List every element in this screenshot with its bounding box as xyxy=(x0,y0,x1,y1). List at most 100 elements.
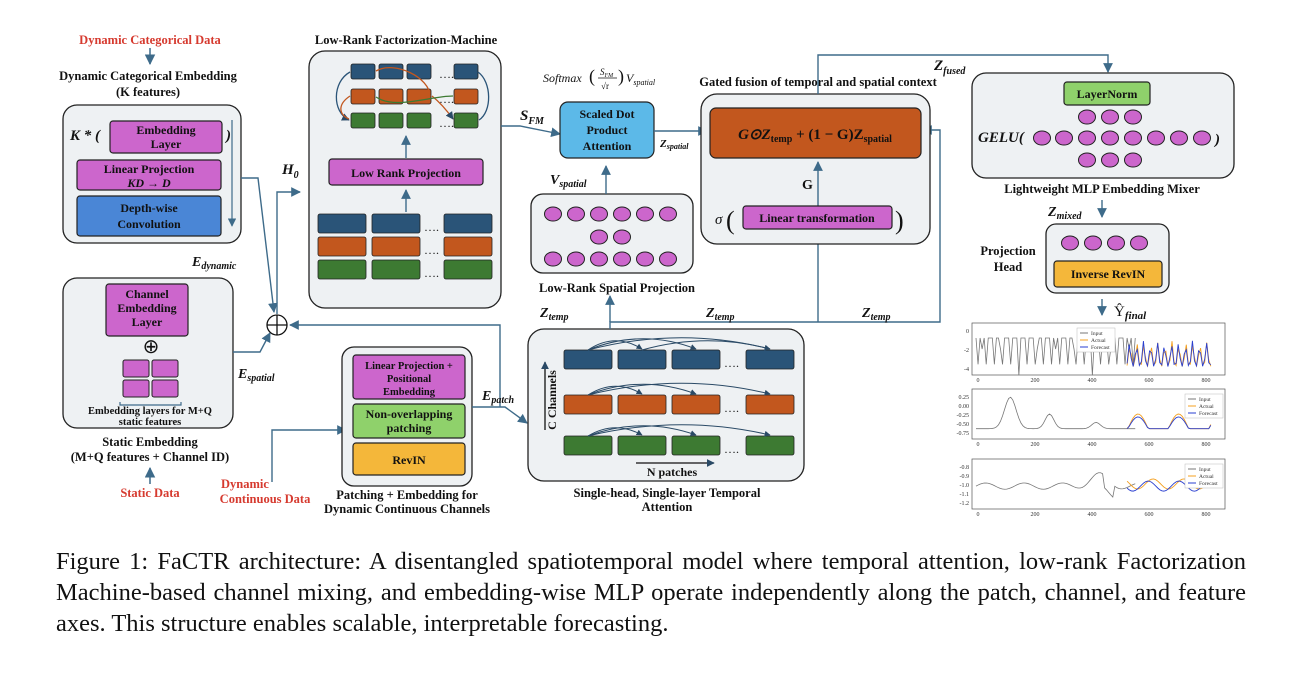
plot-xtick: 200 xyxy=(1031,378,1040,384)
softmax-v: Vspatial xyxy=(626,71,656,87)
legend-label: Input xyxy=(1199,467,1211,473)
inverse-revin-box xyxy=(1053,260,1163,288)
static-emb-block xyxy=(151,379,179,398)
h0-symbol: H0 xyxy=(281,162,299,181)
plot-ytick: -0.9 xyxy=(960,474,970,480)
plot-ytick: -2 xyxy=(964,348,969,354)
mlp-mixer-panel xyxy=(971,72,1235,179)
svg-text:(: ( xyxy=(589,66,595,87)
plot-ytick: -1.2 xyxy=(960,501,970,507)
static-oplus: ⊕ xyxy=(143,336,160,358)
forecast-series xyxy=(1126,416,1212,430)
fusion-formula: G⊙Ztemp + (1 − G)Zspatial xyxy=(738,127,892,145)
svg-text:….: …. xyxy=(724,401,739,415)
softmax-numerator: SFM xyxy=(600,67,614,79)
lin-pos-label-2: Positional xyxy=(387,374,431,385)
depthwise-conv-box xyxy=(76,195,222,237)
lrfm-title: Low-Rank Factorization-Machine xyxy=(315,33,498,47)
layernorm-label: LayerNorm xyxy=(1077,87,1138,101)
z-temp-symbol-1: Ztemp xyxy=(539,306,569,323)
linear-transformation-box xyxy=(742,205,893,230)
dyn-cat-data-label: Dynamic Categorical Data xyxy=(79,33,221,47)
dyn-cat-emb-subtitle: (K features) xyxy=(116,85,180,99)
svg-text:….: …. xyxy=(424,243,439,257)
svg-text:): ) xyxy=(895,206,904,235)
svg-text:….: …. xyxy=(424,266,439,280)
static-emb-subtitle: (M+Q features + Channel ID) xyxy=(71,450,229,464)
input-series xyxy=(975,337,1136,376)
revin-box xyxy=(352,442,466,476)
non-overlap-label-2: patching xyxy=(387,421,432,435)
inverse-revin-label: Inverse RevIN xyxy=(1071,267,1146,281)
plot-xtick: 600 xyxy=(1145,442,1154,448)
plot-xtick: 200 xyxy=(1031,512,1040,518)
lrsp-title: Low-Rank Spatial Projection xyxy=(539,281,695,295)
n-patches-label: N patches xyxy=(647,465,698,479)
patch-embedding-grid: …. …. …. xyxy=(317,213,493,280)
z-spatial-symbol: Zspatial xyxy=(659,138,689,151)
gelu-close-paren: ) xyxy=(1213,132,1220,148)
plot-xtick: 0 xyxy=(977,442,980,448)
svg-text:….: …. xyxy=(724,442,739,456)
plot-xtick: 600 xyxy=(1145,378,1154,384)
low-rank-projection-box xyxy=(328,158,484,186)
legend-label: Forecast xyxy=(1199,481,1218,487)
patching-title-1: Patching + Embedding for xyxy=(336,488,478,502)
plot-ytick: -1.1 xyxy=(960,492,970,498)
plot-xtick: 400 xyxy=(1088,378,1097,384)
temporal-title-1: Single-head, Single-layer Temporal xyxy=(574,486,761,500)
plot-xtick: 800 xyxy=(1202,512,1211,518)
static-emb-block xyxy=(122,379,150,398)
mlp-nodes xyxy=(1033,109,1211,168)
linear-projection-label-2: KD → D xyxy=(126,176,171,190)
dyn-cat-emb-title: Dynamic Categorical Embedding xyxy=(59,69,238,83)
linear-projection-box xyxy=(76,159,222,191)
c-channels-label: C Channels xyxy=(545,370,559,430)
k-close-paren: ) xyxy=(224,128,231,144)
plot-xtick: 0 xyxy=(977,512,980,518)
y-final-symbol: Ŷfinal xyxy=(1114,303,1147,322)
legend-label: Actual xyxy=(1091,338,1106,344)
plot-xtick: 200 xyxy=(1031,442,1040,448)
sdpa-box xyxy=(559,101,655,159)
s-fm-symbol: SFM xyxy=(520,108,545,127)
forecast-series xyxy=(1126,340,1212,368)
svg-text:….: …. xyxy=(439,67,454,81)
layernorm-box xyxy=(1063,81,1151,106)
gelu-label: GELU( xyxy=(978,130,1025,146)
depthwise-label-1: Depth-wise xyxy=(120,201,178,215)
legend-label: Forecast xyxy=(1091,345,1110,351)
non-overlap-box xyxy=(352,403,466,439)
architecture-diagram: Dynamic Categorical Data Dynamic Categor… xyxy=(59,33,1235,518)
static-data-label: Static Data xyxy=(120,486,180,500)
plot-xtick: 600 xyxy=(1145,512,1154,518)
plot-xtick: 400 xyxy=(1088,442,1097,448)
patching-title-2: Dynamic Continuous Channels xyxy=(324,502,490,516)
legend-label: Input xyxy=(1091,331,1103,337)
linear-projection-label-1: Linear Projection xyxy=(104,162,195,176)
forecast-series xyxy=(1126,480,1211,492)
plot-ytick: 0.00 xyxy=(959,404,970,410)
e-spatial-symbol: Espatial xyxy=(237,367,275,384)
mlp-mixer-title: Lightweight MLP Embedding Mixer xyxy=(1004,182,1200,196)
input-series xyxy=(975,472,1136,498)
k-multiplier: K * ( xyxy=(69,128,101,144)
legend-label: Forecast xyxy=(1199,411,1218,417)
svg-text:….: …. xyxy=(424,220,439,234)
channel-embedding-box xyxy=(105,283,189,337)
z-temp-symbol-3: Ztemp xyxy=(861,306,891,323)
v-spatial-symbol: Vspatial xyxy=(550,173,587,190)
static-emb-block xyxy=(122,359,150,378)
sigma-symbol: σ xyxy=(715,212,723,228)
temporal-title-2: Attention xyxy=(642,500,693,514)
lin-pos-label-1: Linear Projection + xyxy=(365,361,453,372)
dyn-cont-label-1: Dynamic xyxy=(221,477,269,491)
plot-ytick: -4 xyxy=(964,367,969,373)
plot-xtick: 800 xyxy=(1202,442,1211,448)
non-overlap-label-1: Non-overlapping xyxy=(366,407,453,421)
plot-frame xyxy=(971,458,1226,510)
softmax-label: Softmax xyxy=(543,71,582,85)
channel-emb-label-1: Channel xyxy=(125,287,169,301)
sdpa-label-2: Product xyxy=(586,123,627,137)
